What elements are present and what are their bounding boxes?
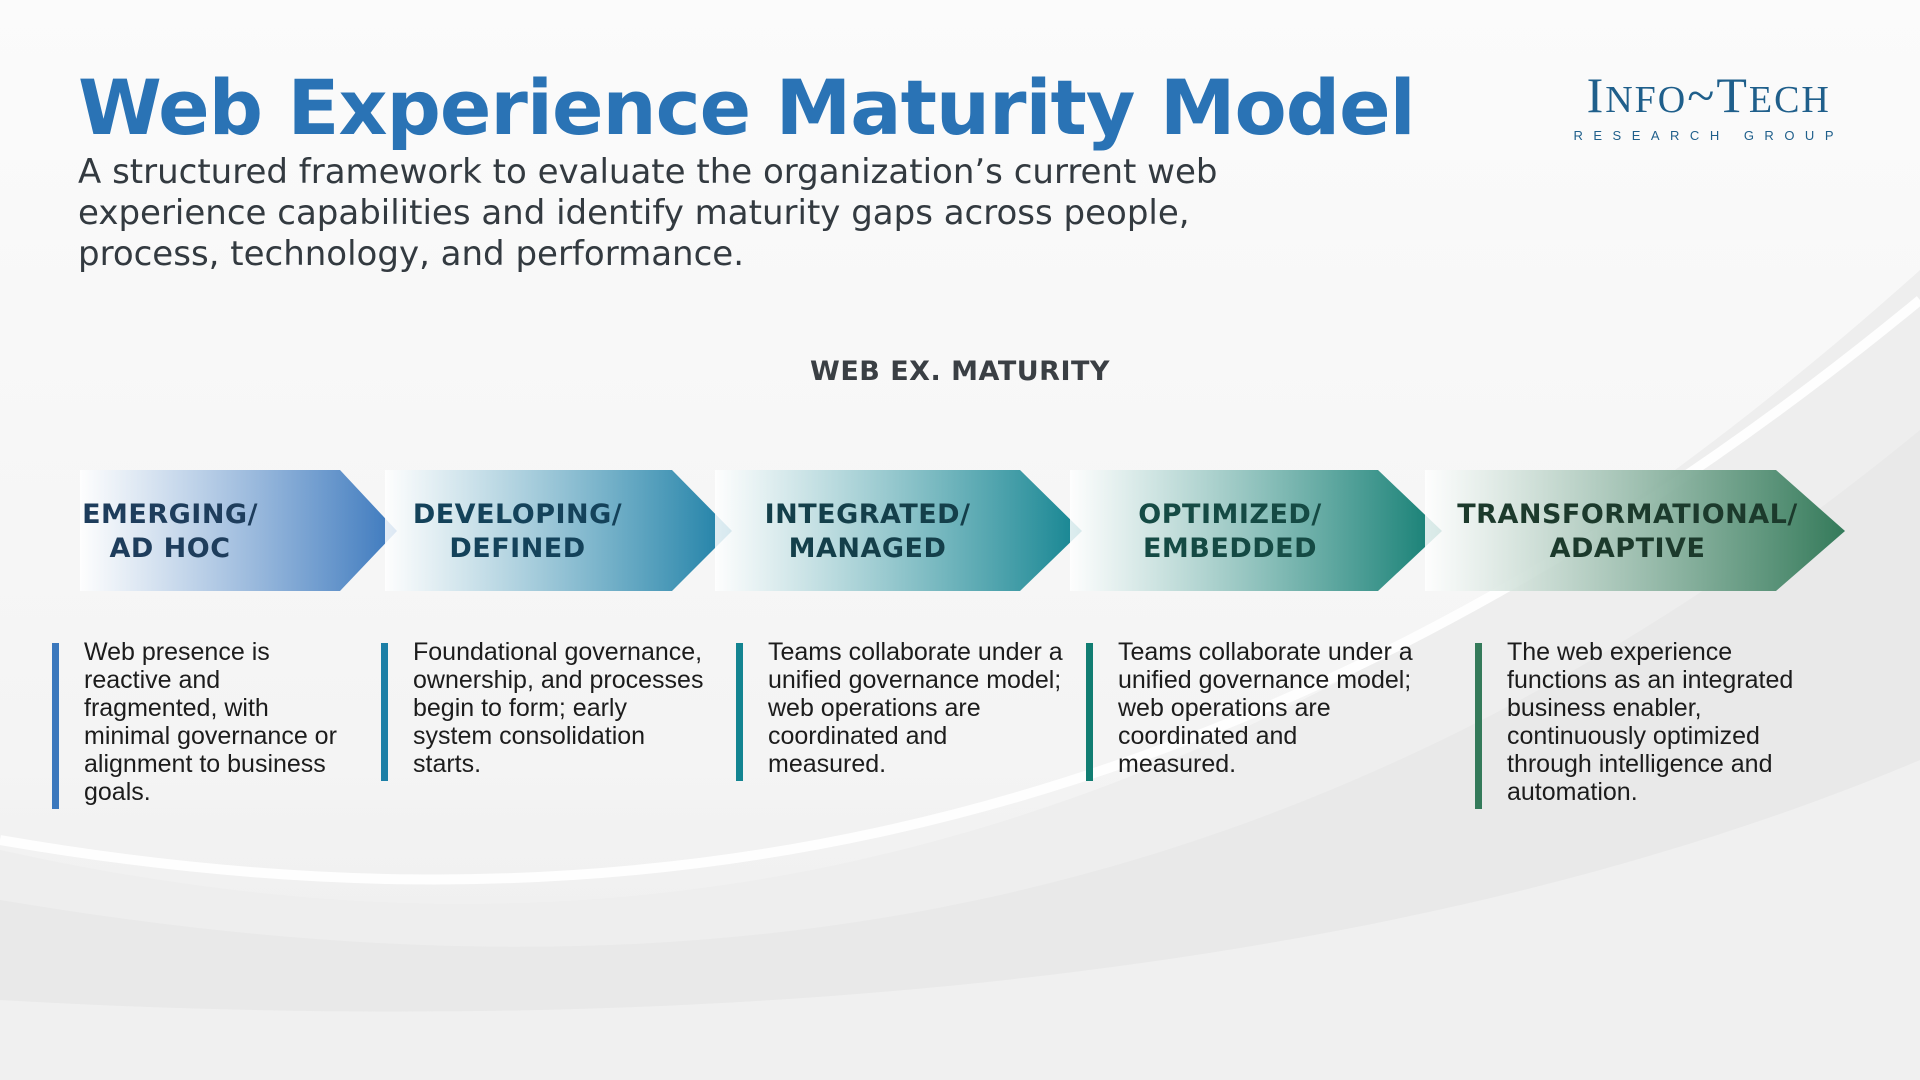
description-text: Teams collaborate under a unified govern… [768,638,1063,778]
stage-title-line2: ADAPTIVE [1549,533,1706,564]
page-title: Web Experience Maturity Model [78,63,1416,152]
stage-title-line2: EMBEDDED [1142,533,1317,564]
description-text: The web experience functions as an integ… [1507,638,1794,806]
stage-label-2: DEVELOPING/DEFINED [410,496,625,568]
stage-chevron-3 [715,470,1082,591]
stage-title-line2: MANAGED [788,533,947,564]
description-accent-bar [381,643,388,781]
stage-title-line2: DEFINED [449,533,586,564]
stage-title-line1: TRANSFORMATIONAL/ [1457,499,1798,530]
logo-subtext: RESEARCH GROUP [1573,128,1844,143]
stage-label-3: INTEGRATED/MANAGED [765,496,970,568]
description-accent-bar [1086,643,1093,781]
stage-label-5: TRANSFORMATIONAL/ADAPTIVE [1457,496,1797,568]
info-tech-logo: INFO~TECH RESEARCH GROUP [1573,70,1844,143]
stage-chevron-1 [80,470,397,591]
stage-label-1: EMERGING/AD HOC [80,496,260,568]
description-text: Web presence is reactive and fragmented,… [84,638,337,806]
description-accent-bar [52,643,59,809]
page-subtitle: A structured framework to evaluate the o… [78,152,1218,274]
stage-title-line1: OPTIMIZED/ [1138,499,1322,530]
description-text: Foundational governance, ownership, and … [413,638,704,778]
stage-title-line1: INTEGRATED/ [764,499,971,530]
stage-title-line2: AD HOC [109,533,231,564]
stage-title-line1: DEVELOPING/ [412,499,623,530]
stage-label-4: OPTIMIZED/EMBEDDED [1120,496,1340,568]
description-text: Teams collaborate under a unified govern… [1118,638,1413,778]
maturity-axis-label: WEB EX. MATURITY [810,356,1110,387]
logo-wordmark: INFO~TECH [1586,67,1831,123]
stage-title-line1: EMERGING/ [82,499,258,530]
description-accent-bar [1475,643,1482,809]
description-accent-bar [736,643,743,781]
stage-chevron-4 [1070,470,1442,591]
stage-chevron-2 [385,470,732,591]
stage-chevron-5 [1425,470,1845,591]
